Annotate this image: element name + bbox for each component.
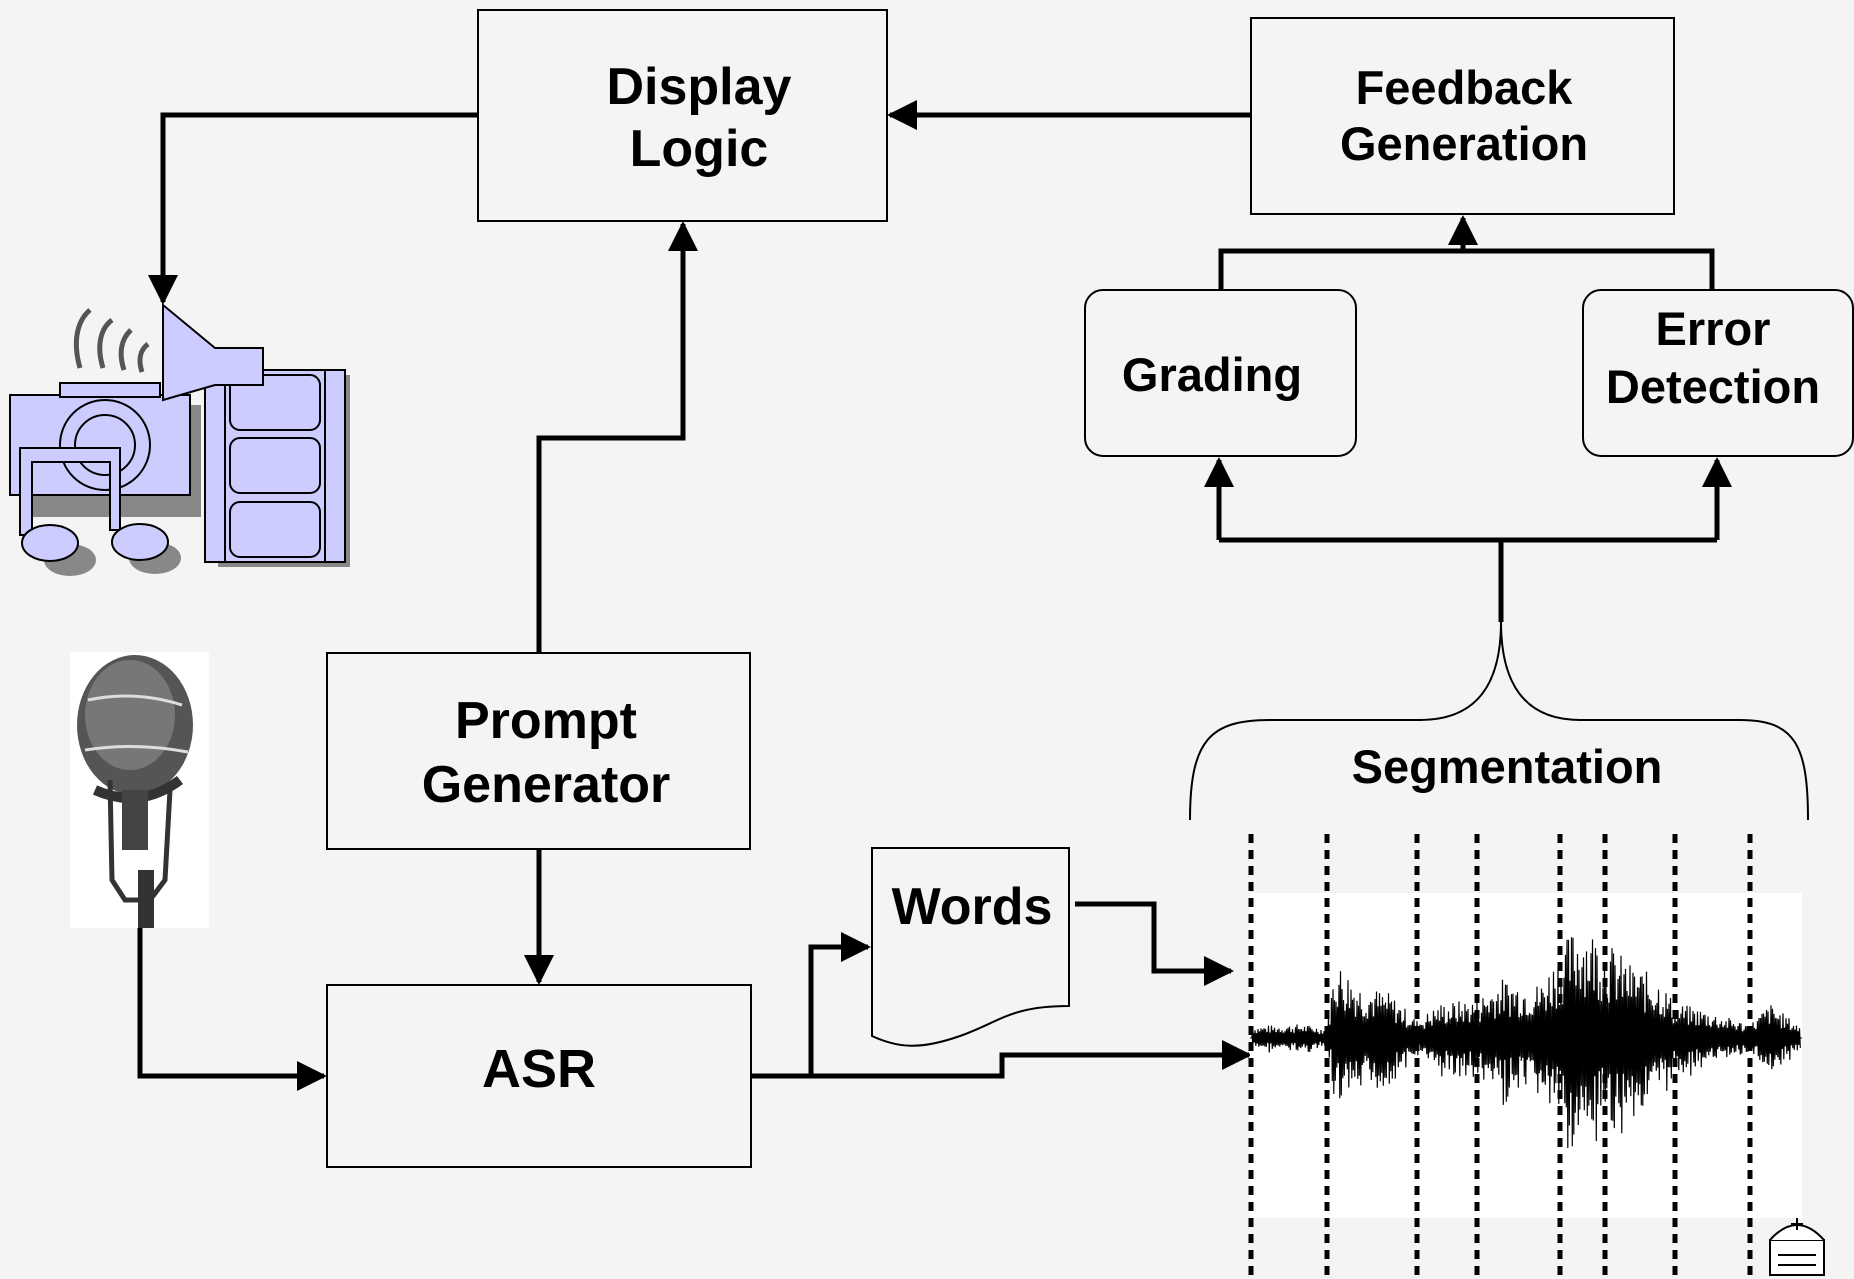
prompt-generator-label-line2: Generator xyxy=(422,756,671,814)
arrow-display-to-multimedia xyxy=(148,112,478,305)
arrow-asr-to-waveform xyxy=(811,1040,1252,1079)
asr-box: ASR xyxy=(326,984,752,1168)
feedback-generation-label-line2: Generation xyxy=(1340,117,1588,170)
merge-grading-error xyxy=(1218,248,1715,290)
display-logic-label-line1: Display xyxy=(607,58,792,116)
words-document: Words xyxy=(871,847,1070,1047)
segmentation-label: Segmentation xyxy=(1352,740,1663,793)
arrow-words-to-waveform xyxy=(1075,901,1234,986)
arrow-asr-to-words xyxy=(751,932,871,1079)
display-logic-box: Display Logic xyxy=(477,9,888,222)
microphone-icon xyxy=(70,652,209,928)
grading-label: Grading xyxy=(1122,348,1302,401)
asr-label: ASR xyxy=(482,1039,596,1099)
grading-box: Grading xyxy=(1084,289,1357,457)
arrow-prompt-to-display xyxy=(536,221,698,653)
multimedia-output-icon xyxy=(9,302,350,576)
error-detection-box: Error Detection xyxy=(1582,289,1854,457)
feedback-generation-box: Feedback Generation xyxy=(1250,17,1675,215)
error-detection-label-line2: Detection xyxy=(1606,360,1820,413)
prompt-generator-label-line1: Prompt xyxy=(455,692,637,750)
segmentation-brace xyxy=(1189,621,1809,821)
feedback-generation-label-line1: Feedback xyxy=(1356,61,1574,114)
prompt-generator-box: Prompt Generator xyxy=(326,652,751,850)
speech-waveform xyxy=(1250,893,1802,1218)
arrow-mic-to-asr xyxy=(137,928,327,1091)
display-logic-label-line2: Logic xyxy=(630,120,769,178)
connectors xyxy=(137,100,1732,1091)
words-label: Words xyxy=(892,878,1053,936)
error-detection-label-line1: Error xyxy=(1656,302,1771,355)
university-seal-logo xyxy=(1769,1218,1825,1276)
